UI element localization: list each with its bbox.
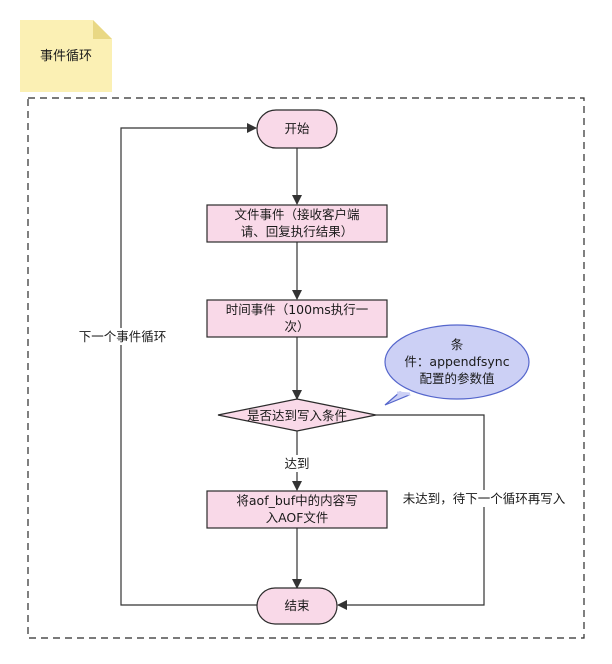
note-body [20,20,112,92]
condition-label: 是否达到写入条件 [246,408,347,423]
not-reached-label: 未达到，待下一个循环再写入 [392,490,576,507]
write-aof-label: 将aof_buf中的内容写 入AOF文件 [236,493,358,525]
reached-label: 达到 [279,455,315,472]
start-node [256,109,338,149]
note-title: 事件循环 [39,49,92,64]
time-event-label: 时间事件（100ms执行一 次） [225,302,369,334]
end-label: 结束 [284,598,310,613]
edge-loop-back [120,123,257,606]
loop-back-label: 下一个事件循环 [60,328,185,345]
connectors [120,123,485,610]
file-event-node [206,204,388,243]
note-fold [93,20,112,39]
time-event-node [206,299,388,338]
bubble-shape [384,324,530,400]
end-node [256,587,338,625]
event-loop-note [20,20,112,92]
write-aof-node [206,490,388,529]
edge-not-reached [337,414,485,610]
file-event-label: 文件事件（接收客户端 请、回复执行结果） [234,207,360,239]
condition-node [217,398,377,432]
start-label: 开始 [284,121,310,136]
loop-container [27,97,585,639]
condition-bubble [384,324,530,406]
bubble-text: 条 件：appendfsync 配置的参数值 [404,337,510,386]
